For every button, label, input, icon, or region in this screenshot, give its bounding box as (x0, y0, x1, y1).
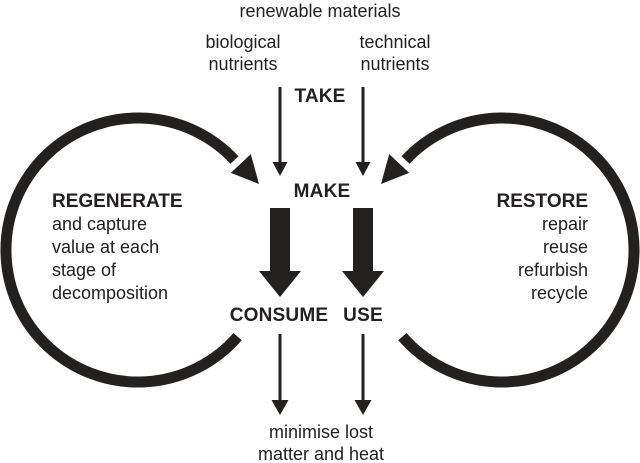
minimise-loss-label: minimise lost matter and heat (240, 421, 402, 463)
consume-loss-arrow-icon (271, 334, 289, 415)
use-label: USE (343, 305, 383, 326)
biological-nutrients-label: biological nutrients (178, 31, 308, 75)
consume-label: CONSUME (229, 305, 329, 326)
make-to-use-arrow-icon (342, 208, 384, 297)
minimise-loss-line1: minimise lost (268, 422, 374, 442)
regenerate-loop-arrowhead-icon (230, 154, 259, 184)
regenerate-block: REGENERATE and capture value at each sta… (52, 190, 227, 305)
biological-nutrients-line2: nutrients (208, 54, 278, 74)
minimise-loss-line2: matter and heat (257, 444, 385, 463)
regenerate-line1: and capture (52, 214, 148, 234)
regenerate-line2: value at each (52, 237, 160, 257)
use-loss-arrow-icon (354, 334, 372, 415)
restore-line2: reuse (542, 237, 588, 257)
technical-nutrients-line2: nutrients (360, 54, 430, 74)
restore-line1: repair (541, 214, 588, 234)
regenerate-line4: decomposition (52, 283, 169, 303)
regenerate-line3: stage of (52, 260, 117, 280)
make-to-consume-arrow-icon (259, 208, 301, 297)
technical-nutrients-line1: technical (359, 32, 431, 52)
regenerate-title: REGENERATE (52, 191, 183, 212)
restore-line4: recycle (530, 283, 588, 303)
restore-block: RESTORE repair reuse refurbish recycle (413, 190, 588, 305)
biological-nutrients-line1: biological (205, 32, 281, 52)
make-label: MAKE (293, 181, 351, 202)
restore-title: RESTORE (496, 191, 588, 212)
technical-nutrients-label: technical nutrients (330, 31, 460, 75)
restore-line3: refurbish (517, 260, 588, 280)
renewable-materials-label: renewable materials (239, 1, 401, 21)
take-label: TAKE (294, 86, 346, 107)
restore-loop-arrowhead-icon (381, 154, 410, 184)
